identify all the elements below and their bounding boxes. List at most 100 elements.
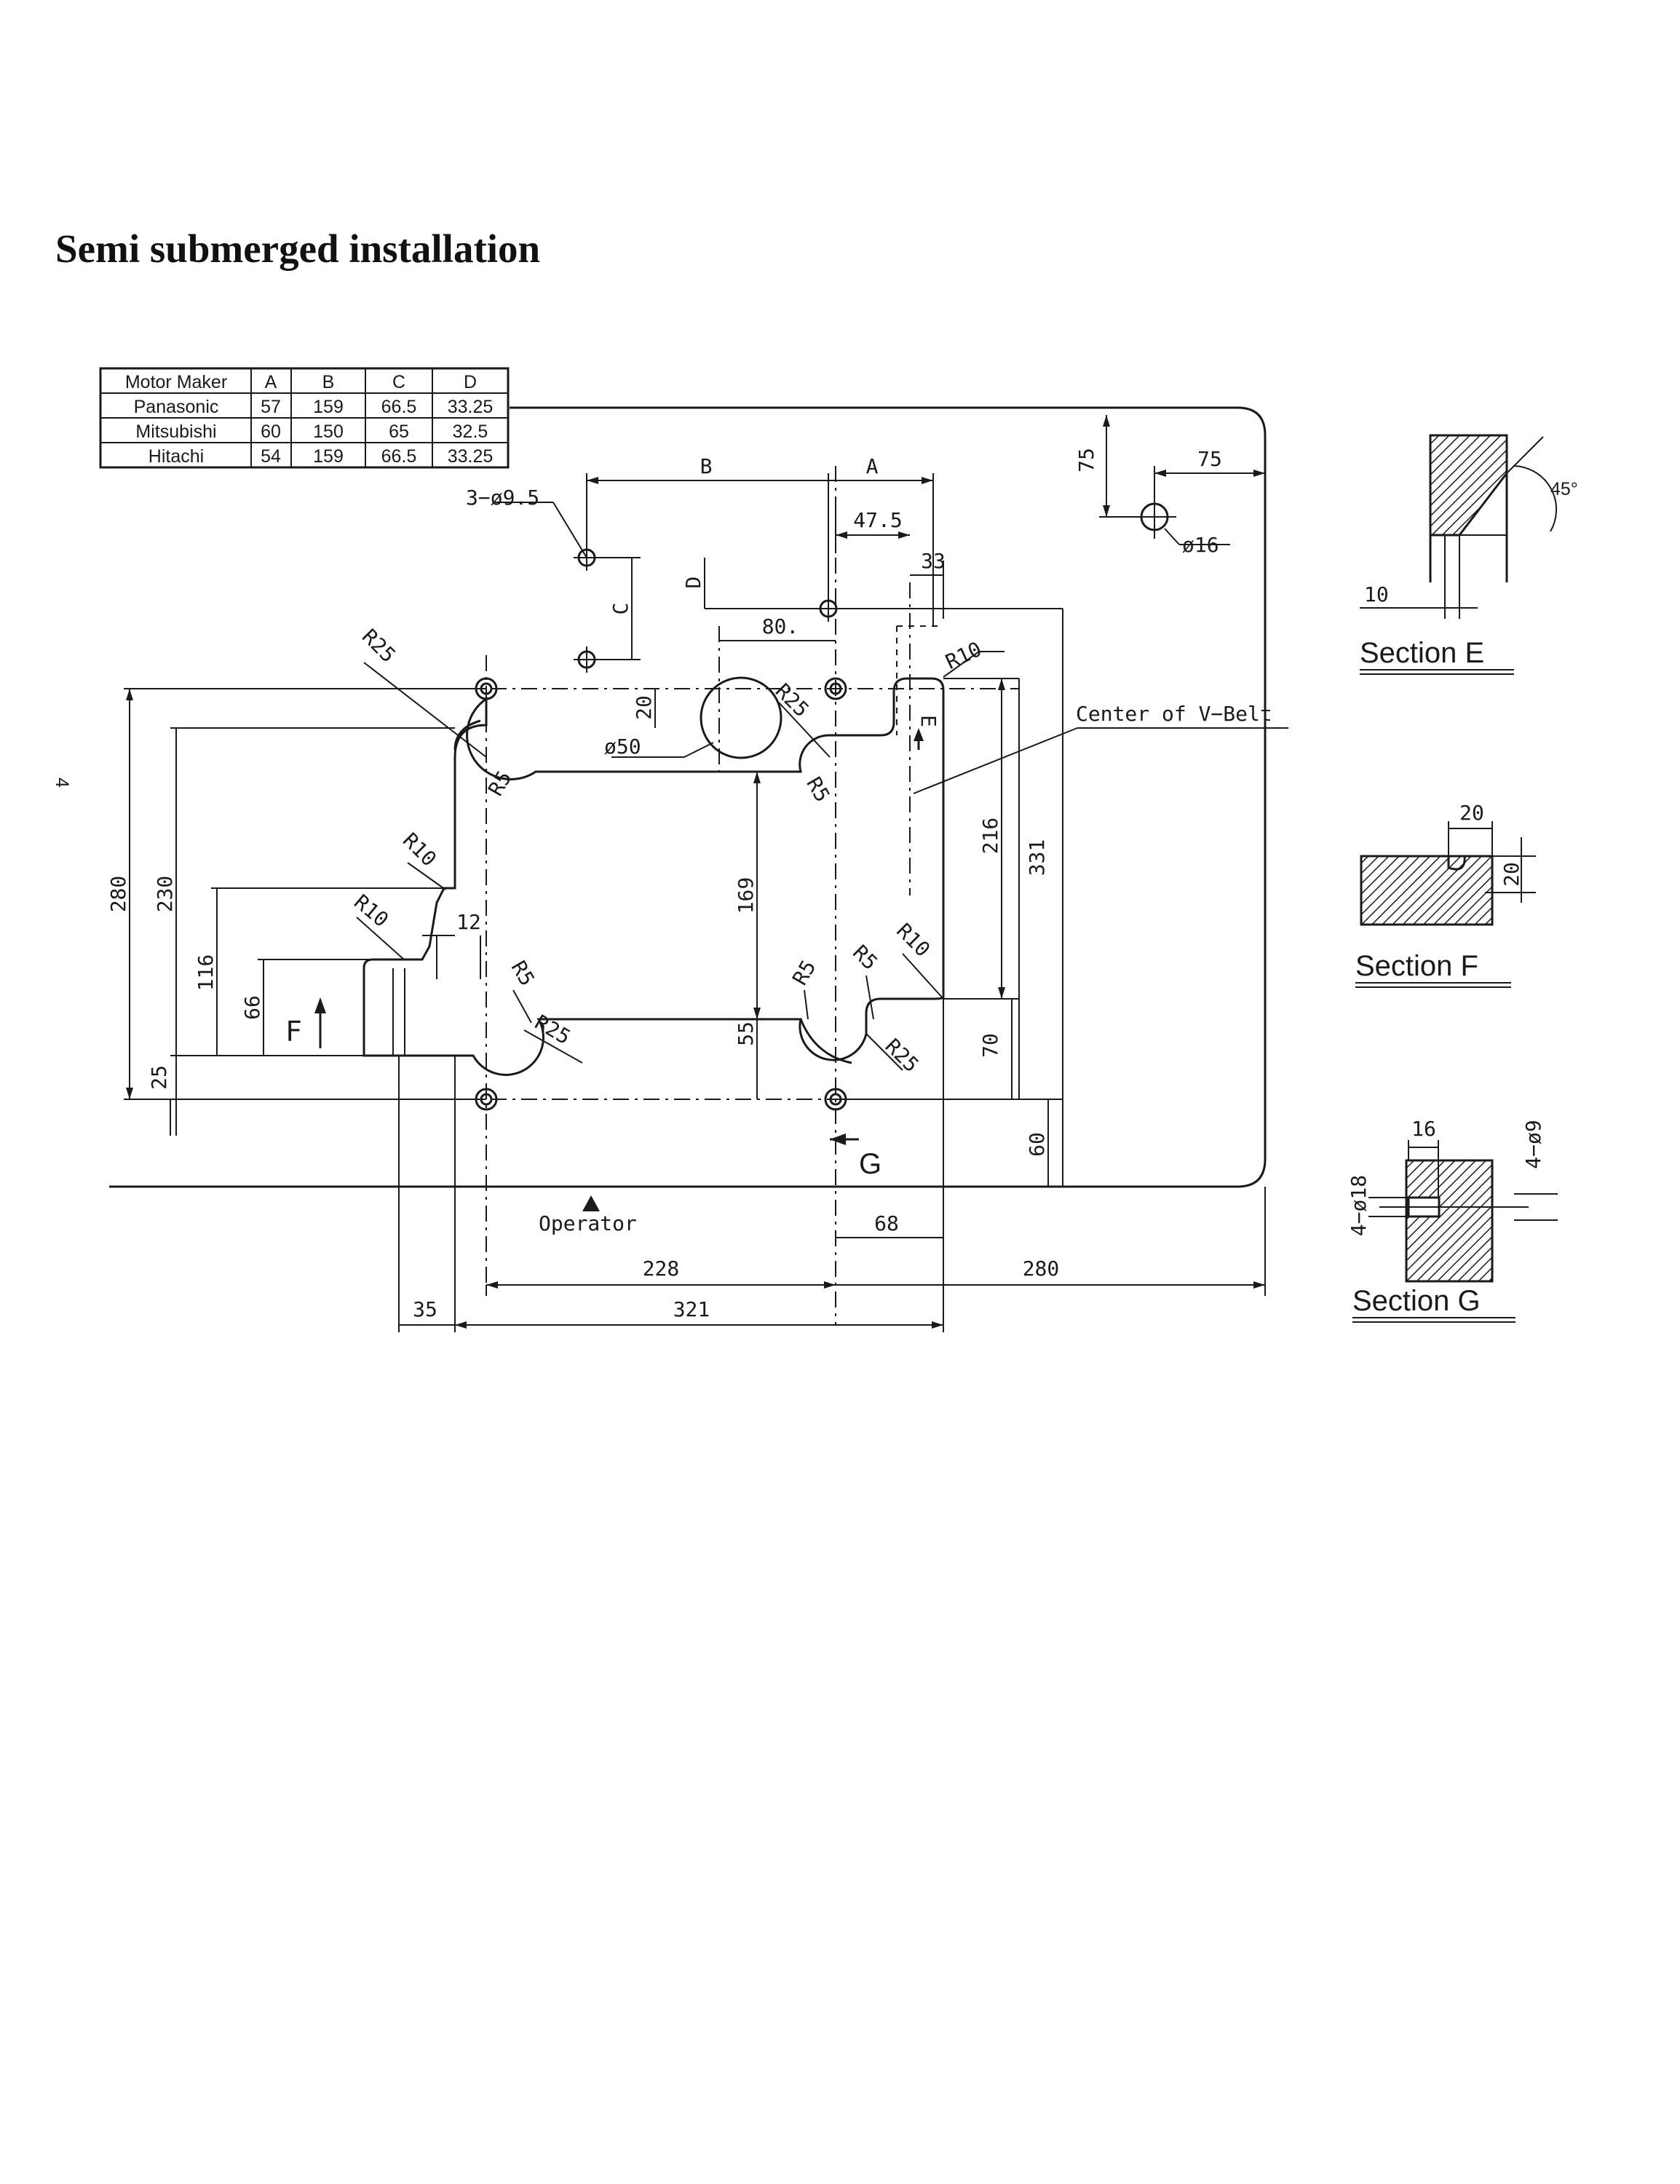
dim-75-vertical: 75	[1074, 448, 1098, 472]
dim-66: 66	[240, 995, 264, 1020]
dim-b: B	[700, 454, 713, 478]
dim-hole-3: 3−ø9.5	[466, 486, 539, 510]
radius-r5-bottom-right: R5	[788, 956, 820, 989]
dim-33: 33	[921, 549, 946, 573]
mount-holes	[476, 678, 846, 1109]
centerlines	[124, 466, 1019, 1325]
dim-35: 35	[413, 1297, 437, 1321]
table-header-cell: C	[392, 372, 405, 392]
section-f: 20 20 Section F	[1355, 801, 1536, 987]
table-cell: Mitsubishi	[135, 422, 216, 442]
table-header-cell: A	[265, 372, 277, 392]
dim-116: 116	[194, 954, 218, 992]
dim-phi-16: ø16	[1182, 533, 1219, 557]
radius-r10-left-1: R10	[398, 828, 441, 871]
dim-60: 60	[1025, 1132, 1049, 1157]
table-cell: 159	[313, 397, 344, 417]
dimension-labels: B A 3−ø9.5 47.5 33 C D 80. 20 ø50 ø16 75…	[106, 447, 1272, 1321]
table-cell: 159	[313, 446, 344, 467]
section-f-dim-20-side: 20	[1499, 862, 1524, 887]
table-outline	[109, 408, 1265, 1187]
radius-r25-bottom-left: R25	[531, 1010, 574, 1049]
table-cell: 54	[261, 446, 281, 467]
table-cell: 65	[389, 422, 409, 442]
center-of-vbelt-label: Center of V−Belt	[1076, 702, 1272, 726]
radius-r5-bottom-right-2: R5	[848, 941, 882, 975]
page-title: Semi submerged installation	[55, 226, 541, 271]
pocket-f-inner	[393, 968, 405, 1056]
radius-r5-top-left: R5	[483, 767, 516, 800]
table-cell: 66.5	[381, 446, 417, 467]
dim-280-horizontal: 280	[1023, 1257, 1060, 1281]
dim-20-vertical: 20	[632, 695, 656, 720]
section-f-dim-20-top: 20	[1459, 801, 1484, 825]
section-g-marker: G	[859, 1148, 881, 1180]
section-e-angle: 45°	[1550, 479, 1578, 499]
section-g-label: Section G	[1352, 1285, 1481, 1317]
table-cell: Panasonic	[134, 397, 219, 417]
arrowheads	[126, 415, 1265, 1329]
dim-70: 70	[978, 1033, 1002, 1058]
section-e-marker: E	[916, 715, 940, 727]
radius-r10-left-2: R10	[349, 890, 393, 932]
table-cell: 57	[261, 397, 281, 417]
table-cell: 66.5	[381, 397, 417, 417]
table-cell: Hitachi	[148, 446, 204, 467]
table-row: Mitsubishi 60 150 65 32.5	[135, 422, 488, 442]
dim-d: D	[681, 577, 705, 589]
table-cell: 150	[313, 422, 344, 442]
dim-c: C	[609, 603, 633, 615]
table-header-cell: Motor Maker	[125, 372, 227, 392]
belt-hole-50	[701, 678, 781, 758]
dimension-lines	[124, 415, 1288, 1332]
table-header-cell: D	[464, 372, 477, 392]
section-f-marker: F	[285, 1016, 302, 1048]
motor-table: Motor Maker A B C D Panasonic 57 159 66.…	[100, 368, 508, 467]
dim-55: 55	[734, 1021, 758, 1046]
fillet-top-left	[455, 721, 480, 750]
dim-228: 228	[643, 1257, 680, 1281]
dim-12: 12	[456, 910, 481, 934]
view-arrows	[314, 728, 924, 1211]
radius-r10-top: R10	[942, 637, 986, 674]
radius-r10-bottom-right: R10	[892, 919, 935, 962]
section-f-label: Section F	[1355, 950, 1478, 982]
table-row: Panasonic 57 159 66.5 33.25	[134, 397, 494, 417]
table-cell: 60	[261, 422, 281, 442]
dim-331: 331	[1025, 839, 1049, 877]
section-g-dim-4-phi-9: 4−ø9	[1521, 1120, 1545, 1168]
section-e-dim-10: 10	[1364, 582, 1389, 606]
section-g-dim-16: 16	[1411, 1117, 1436, 1141]
fillet-bottom-right	[801, 1019, 852, 1063]
radius-r5-bottom-left: R5	[507, 957, 539, 990]
margin-mark: 4	[52, 778, 72, 788]
hole-top-right	[825, 678, 846, 699]
dim-phi-50: ø50	[604, 735, 641, 759]
radius-r25-bottom-right: R25	[881, 1034, 924, 1077]
radius-r5-top-right: R5	[801, 773, 834, 807]
table-cell: 33.25	[448, 397, 494, 417]
dim-280-vertical: 280	[106, 876, 130, 913]
dim-47-5: 47.5	[853, 508, 902, 532]
section-e-label: Section E	[1360, 637, 1484, 669]
table-header-row: Motor Maker A B C D	[125, 372, 477, 392]
cutout-outline	[364, 678, 943, 1075]
table-cell: 33.25	[448, 446, 494, 467]
dim-216: 216	[978, 818, 1002, 855]
operator-label: Operator	[539, 1211, 637, 1235]
dim-80: 80.	[762, 614, 799, 638]
section-g: 16 4−ø18 4−ø9 Section G	[1347, 1117, 1558, 1322]
dim-169: 169	[734, 877, 758, 914]
section-e: 45° 10 Section E	[1360, 435, 1578, 674]
radius-r25-top-right: R25	[771, 678, 814, 721]
table-cell: 32.5	[453, 422, 488, 442]
operator-marker	[582, 1195, 600, 1211]
dim-25: 25	[147, 1065, 171, 1090]
table-header-cell: B	[322, 372, 335, 392]
section-g-dim-4-phi-18: 4−ø18	[1347, 1175, 1371, 1236]
dim-75-horizontal: 75	[1197, 447, 1222, 471]
table-row: Hitachi 54 159 66.5 33.25	[148, 446, 493, 467]
dim-321: 321	[673, 1297, 710, 1321]
dim-a: A	[866, 454, 879, 478]
